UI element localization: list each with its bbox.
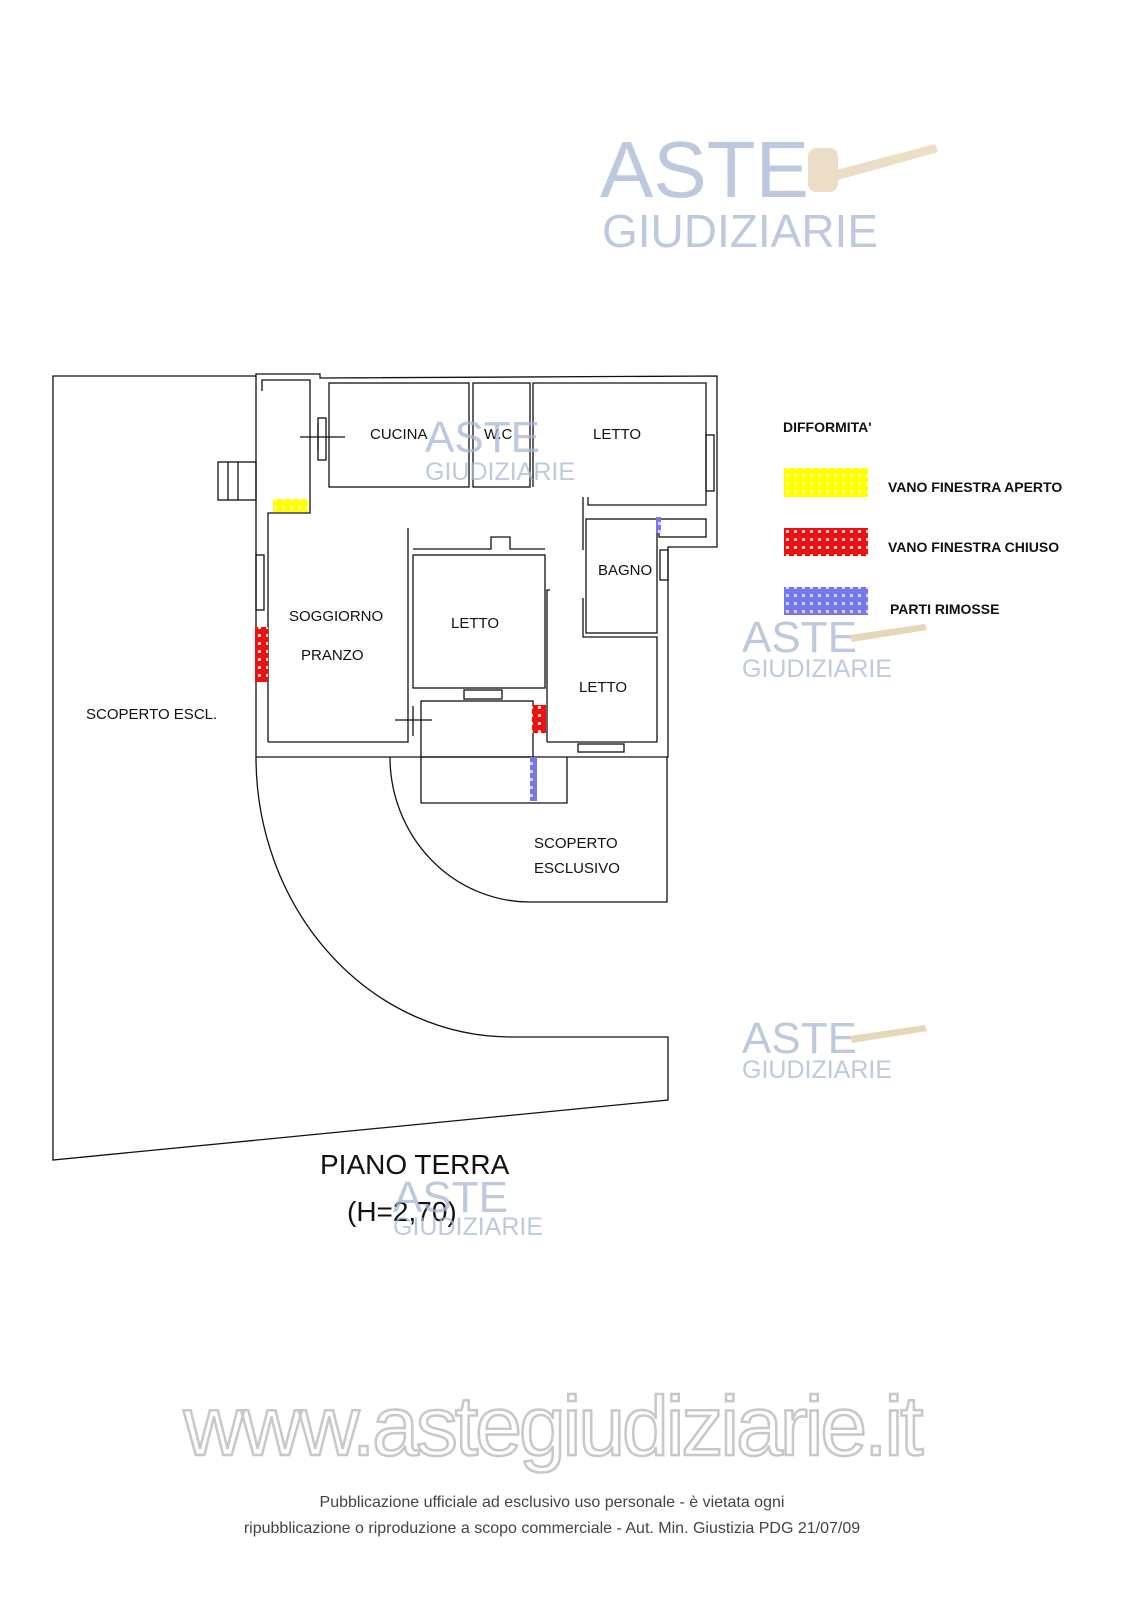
- room-label-letto: LETTO: [451, 615, 499, 632]
- room-label-bagno: BAGNO: [598, 562, 652, 579]
- area-label-esclusivo: ESCLUSIVO: [534, 860, 620, 877]
- svg-text:GIUDIZIARIE: GIUDIZIARIE: [742, 655, 892, 683]
- legend-label: PARTI RIMOSSE: [890, 601, 999, 617]
- aste-watermark-small: ASTE GIUDIZIARIE: [742, 1014, 927, 1084]
- room-label-letto: LETTO: [579, 679, 627, 696]
- closed-window-mark: [255, 627, 268, 682]
- plan-height: (H=2,70): [347, 1196, 457, 1227]
- svg-text:ASTE: ASTE: [393, 1173, 508, 1222]
- svg-text:ASTE: ASTE: [742, 1014, 857, 1063]
- open-window-mark: [273, 499, 308, 512]
- footer-line-1: Pubblicazione ufficiale ad esclusivo uso…: [320, 1494, 785, 1511]
- svg-text:GIUDIZIARIE: GIUDIZIARIE: [425, 458, 575, 486]
- aste-watermark-small: ASTE GIUDIZIARIE: [742, 613, 927, 683]
- removed-part-mark: [656, 517, 661, 533]
- room-label-soggiorno: SOGGIORNO: [289, 608, 383, 625]
- svg-text:GIUDIZIARIE: GIUDIZIARIE: [602, 205, 878, 257]
- svg-text:ASTE: ASTE: [600, 125, 809, 214]
- legend-swatch-blue: [784, 587, 868, 615]
- legend-label: VANO FINESTRA CHIUSO: [888, 539, 1059, 555]
- gavel-icon: [808, 144, 938, 192]
- website-watermark: www.astegiudiziarie.it: [182, 1379, 923, 1473]
- room-label-letto: LETTO: [593, 426, 641, 443]
- aste-watermark-small: ASTE GIUDIZIARIE: [425, 413, 575, 486]
- legend-label: VANO FINESTRA APERTO: [888, 479, 1062, 495]
- room-label-cucina: CUCINA: [370, 426, 428, 443]
- closed-window-mark: [532, 705, 546, 733]
- aste-watermark-logo: ASTE GIUDIZIARIE: [600, 125, 938, 257]
- legend-title: DIFFORMITA': [783, 419, 872, 435]
- svg-text:ASTE: ASTE: [742, 613, 857, 662]
- room-label-wc: W.C: [484, 426, 512, 443]
- removed-part-mark: [530, 757, 537, 801]
- legend-swatch-red: [784, 528, 868, 556]
- aste-watermark-small: ASTE GIUDIZIARIE: [393, 1173, 543, 1241]
- legend-swatch-yellow: [784, 468, 868, 497]
- svg-text:GIUDIZIARIE: GIUDIZIARIE: [742, 1056, 892, 1084]
- lot-boundary: [52, 375, 669, 1161]
- svg-text:ASTE: ASTE: [425, 413, 540, 462]
- legend: DIFFORMITA' VANO FINESTRA APERTO VANO FI…: [783, 419, 1062, 617]
- plan-title: PIANO TERRA: [320, 1149, 510, 1180]
- room-label-pranzo: PRANZO: [301, 647, 364, 664]
- area-label-scoperto-escl: SCOPERTO ESCL.: [86, 706, 217, 723]
- svg-text:GIUDIZIARIE: GIUDIZIARIE: [393, 1213, 543, 1241]
- footer-line-2: ripubblicazione o riproduzione a scopo c…: [244, 1520, 860, 1537]
- area-label-scoperto: SCOPERTO: [534, 835, 618, 852]
